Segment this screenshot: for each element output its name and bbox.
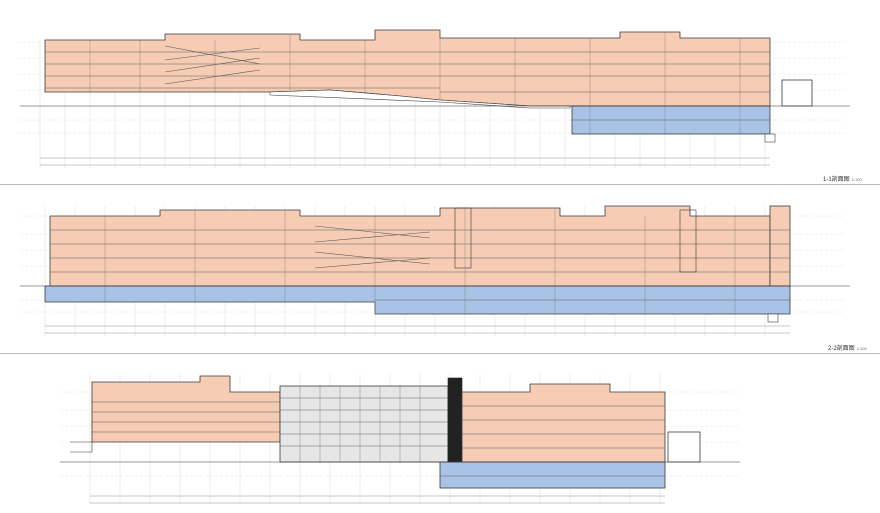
section-2-end-block	[769, 205, 791, 287]
section-3-annex	[667, 431, 701, 463]
section-1-caption-title: 1-1剖面图	[823, 177, 850, 183]
section-1-columns	[89, 30, 741, 134]
section-2-upper-floors	[49, 205, 771, 287]
section-3-parking-structure	[279, 385, 449, 463]
section-2-drawing	[20, 205, 850, 336]
section-1-dimension-line	[40, 157, 770, 166]
section-1-pit	[764, 133, 776, 143]
section-2-pit	[767, 313, 779, 323]
section-1-floor-slabs	[45, 51, 770, 121]
section-1-drawing	[18, 29, 850, 168]
section-3-basement	[439, 461, 666, 489]
section-1-annex	[781, 79, 813, 107]
section-3-drawing	[60, 374, 740, 504]
section-2-cores	[454, 207, 697, 273]
section-3-dimension-line	[90, 495, 665, 504]
section-3-right-block	[461, 383, 666, 463]
section-2-ramps	[314, 225, 431, 269]
section-1-ramps	[164, 45, 261, 85]
section-2-columns	[104, 208, 736, 314]
section-2-dimension-line	[45, 325, 790, 334]
section-3-floor-slabs	[92, 401, 665, 477]
section-1-upper-floors	[44, 29, 771, 107]
section-3-dark-core	[447, 377, 463, 463]
section-separator-2	[0, 353, 880, 354]
section-2-caption-scale: 1:100	[856, 346, 867, 351]
section-3-left-block	[91, 375, 281, 443]
section-2-floor-slabs	[50, 229, 790, 301]
section-2-caption-title: 2-2剖面图	[828, 346, 855, 352]
section-1-caption-scale: 1:100	[851, 177, 862, 182]
section-3-left-ground	[70, 441, 93, 453]
section-3-parking-bays	[299, 386, 421, 462]
section-separator-1	[0, 184, 880, 185]
